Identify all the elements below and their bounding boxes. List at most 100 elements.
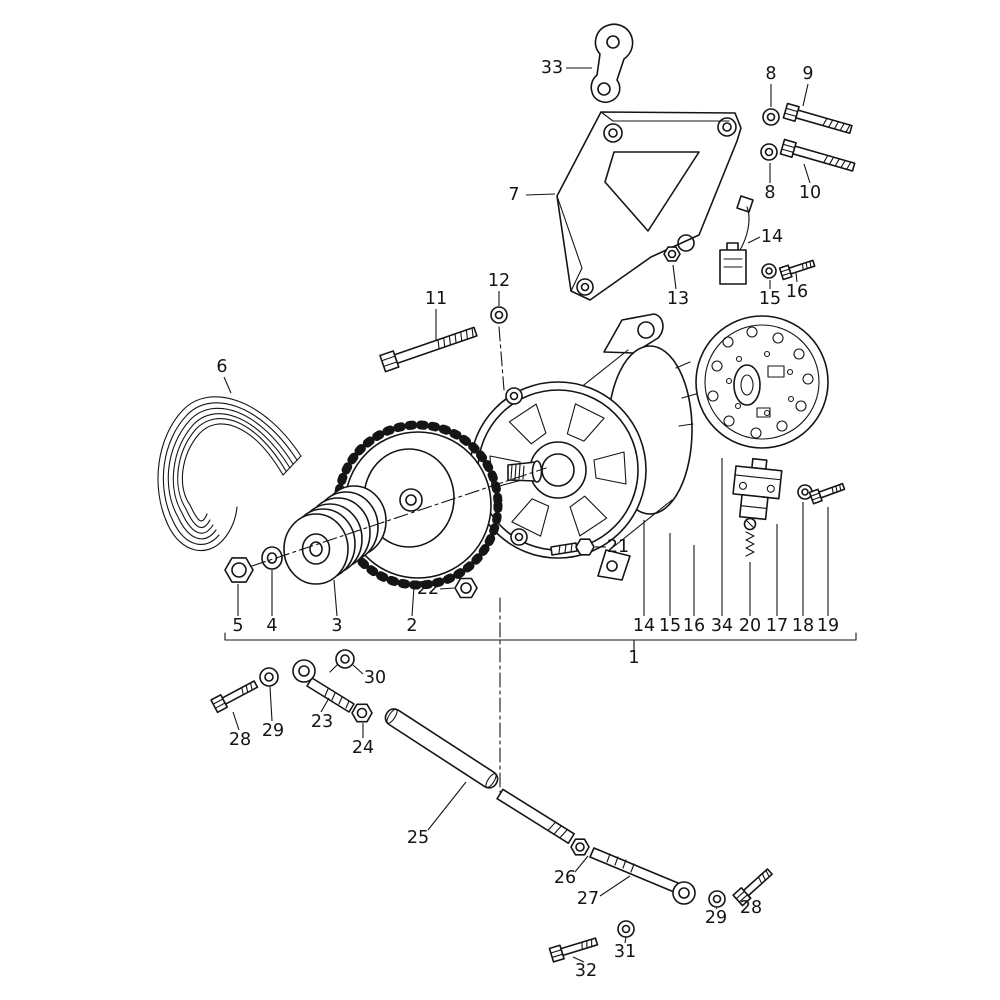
tension-rod bbox=[496, 788, 575, 844]
part-label-4: 4 bbox=[266, 616, 277, 636]
bolt-11 bbox=[379, 326, 478, 373]
leader-line-32 bbox=[572, 956, 585, 963]
part-label-28: 28 bbox=[740, 898, 762, 918]
voltage-regulator-17 bbox=[732, 457, 783, 521]
part-label-28: 28 bbox=[229, 730, 251, 750]
part-label-14: 14 bbox=[633, 616, 655, 636]
washer-8-upper bbox=[762, 108, 780, 126]
bolt-10 bbox=[779, 138, 856, 172]
part-label-15: 15 bbox=[759, 289, 781, 309]
part-label-27: 27 bbox=[577, 889, 599, 909]
part-label-11: 11 bbox=[425, 289, 447, 309]
leader-line-26 bbox=[574, 855, 589, 873]
leader-line-28 bbox=[747, 895, 752, 900]
eye-bolt-23 bbox=[292, 659, 355, 713]
bolt-16-upper bbox=[778, 259, 816, 281]
part-label-12: 12 bbox=[488, 271, 510, 291]
part-label-18: 18 bbox=[792, 616, 814, 636]
washer-4 bbox=[261, 546, 283, 570]
nut-22 bbox=[454, 577, 478, 599]
leader-line-7 bbox=[525, 193, 556, 196]
bolt-32 bbox=[548, 937, 599, 963]
washer-8-lower bbox=[760, 143, 778, 161]
leader-line-14 bbox=[747, 236, 761, 244]
spacer-tube-25 bbox=[384, 708, 499, 789]
part-label-31: 31 bbox=[614, 942, 636, 962]
bolt-28-right bbox=[732, 868, 773, 907]
part-label-26: 26 bbox=[554, 868, 576, 888]
leader-line-3 bbox=[333, 579, 338, 617]
leader-line-30 bbox=[352, 664, 364, 675]
leader-line-16 bbox=[795, 272, 798, 283]
leader-line-9 bbox=[802, 83, 809, 107]
leader-line-6 bbox=[223, 376, 232, 394]
part-label-15: 15 bbox=[659, 616, 681, 636]
fan-2 bbox=[333, 420, 503, 590]
part-label-30: 30 bbox=[364, 668, 386, 688]
bolt-9 bbox=[782, 102, 853, 135]
part-label-7: 7 bbox=[508, 185, 519, 205]
washer-29-right bbox=[708, 890, 726, 908]
part-label-16: 16 bbox=[683, 616, 705, 636]
part-label-1: 1 bbox=[628, 648, 639, 668]
part-label-29: 29 bbox=[262, 721, 284, 741]
part-label-20: 20 bbox=[739, 616, 761, 636]
part-label-13: 13 bbox=[667, 289, 689, 309]
mounting-bracket-7 bbox=[556, 111, 742, 301]
leader-line-25 bbox=[427, 781, 467, 831]
part-label-22: 22 bbox=[417, 579, 439, 599]
part-label-23: 23 bbox=[311, 712, 333, 732]
pivot-eye-30 bbox=[329, 649, 355, 673]
retaining-strap-33 bbox=[590, 23, 634, 103]
part-label-14: 14 bbox=[761, 227, 783, 247]
assembly-reference-line bbox=[224, 632, 857, 650]
part-label-2: 2 bbox=[406, 616, 417, 636]
part-label-32: 32 bbox=[575, 961, 597, 981]
washer-15-upper bbox=[761, 263, 777, 279]
nut-13 bbox=[663, 246, 681, 262]
leader-line-28 bbox=[232, 711, 240, 731]
belt-6 bbox=[157, 396, 302, 552]
part-label-25: 25 bbox=[407, 828, 429, 848]
nut-26 bbox=[570, 838, 590, 856]
part-label-6: 6 bbox=[216, 357, 227, 377]
leader-line-27 bbox=[599, 875, 631, 897]
part-label-3: 3 bbox=[331, 616, 342, 636]
part-label-34: 34 bbox=[711, 616, 733, 636]
leader-line-2 bbox=[411, 586, 415, 617]
part-label-10: 10 bbox=[799, 183, 821, 203]
washer-12 bbox=[490, 306, 508, 324]
part-label-17: 17 bbox=[766, 616, 788, 636]
brush-spring-screw-20 bbox=[743, 517, 757, 557]
bolt-28-left bbox=[210, 680, 259, 714]
capacitor-14 bbox=[719, 195, 754, 285]
eye-bolt-27 bbox=[589, 847, 696, 905]
leader-line-29 bbox=[715, 907, 718, 910]
part-label-8: 8 bbox=[765, 64, 776, 84]
leader-line-22 bbox=[439, 587, 455, 590]
part-label-24: 24 bbox=[352, 738, 374, 758]
part-label-19: 19 bbox=[817, 616, 839, 636]
nut-24 bbox=[351, 703, 373, 723]
rectifier-plate-34 bbox=[695, 315, 829, 449]
washer-31 bbox=[617, 920, 635, 938]
part-label-21: 21 bbox=[607, 537, 629, 557]
leader-line-23 bbox=[320, 697, 330, 713]
leader-line-13 bbox=[672, 264, 677, 290]
part-label-5: 5 bbox=[232, 616, 243, 636]
part-label-8: 8 bbox=[764, 183, 775, 203]
part-label-33: 33 bbox=[541, 58, 563, 78]
bolt-21 bbox=[550, 538, 595, 556]
leader-line-31 bbox=[624, 936, 627, 944]
nut-5 bbox=[224, 557, 254, 583]
screw-19 bbox=[808, 482, 846, 505]
part-label-9: 9 bbox=[802, 64, 813, 84]
washer-29-left bbox=[259, 667, 279, 687]
part-label-29: 29 bbox=[705, 908, 727, 928]
pulley-3 bbox=[283, 485, 387, 585]
leader-line-10 bbox=[803, 163, 811, 184]
leader-line-29 bbox=[269, 686, 273, 722]
